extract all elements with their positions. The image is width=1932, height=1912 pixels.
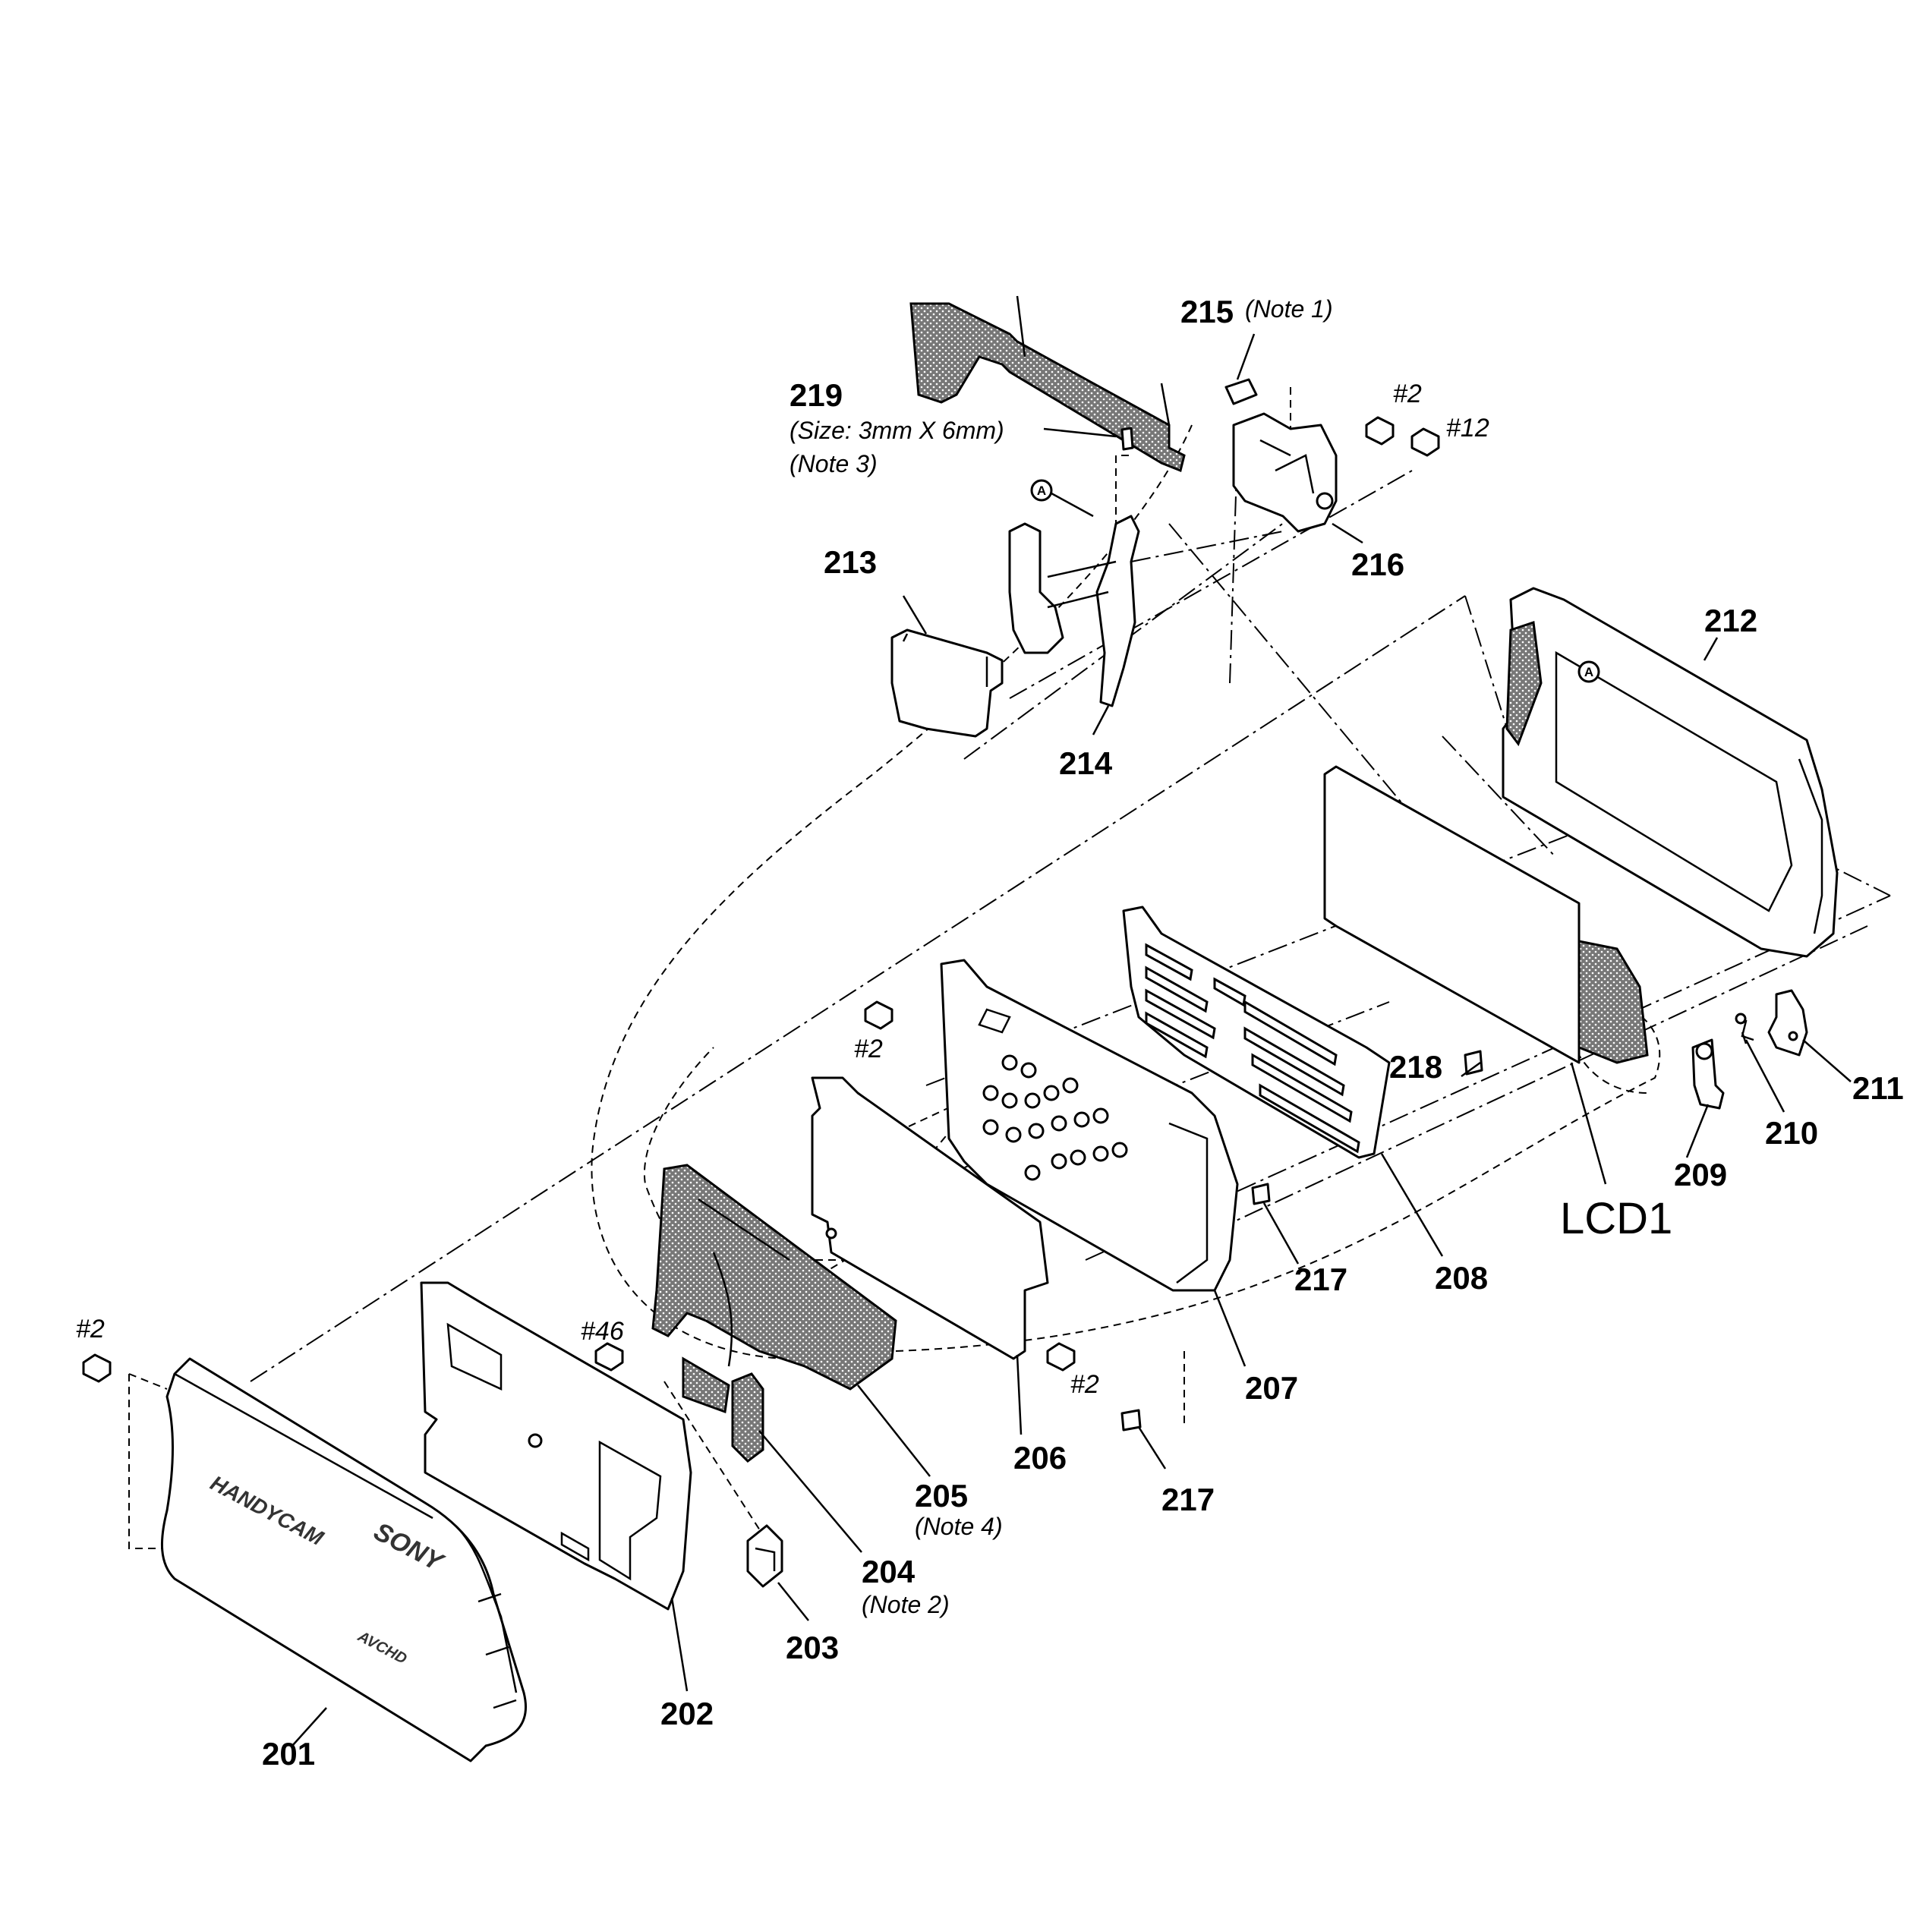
note-215: (Note 1) (1245, 295, 1333, 323)
part-labels: 201 202 203 204 (Note 2) 205 (Note 4) 20… (262, 294, 1904, 1772)
screw-label-205-46: #46 (581, 1317, 624, 1346)
label-218: 218 (1389, 1049, 1442, 1085)
label-209: 209 (1674, 1157, 1727, 1192)
label-203: 203 (786, 1630, 839, 1665)
part-218-sticker (1464, 1050, 1483, 1076)
label-219: 219 (790, 377, 843, 413)
label-208: 208 (1435, 1260, 1488, 1296)
label-207: 207 (1245, 1370, 1298, 1406)
screw-216-12 (1410, 427, 1440, 457)
part-203-bracket (746, 1524, 783, 1588)
screw-label-206-2: #2 (854, 1035, 883, 1063)
part-211-hinge-cover (1767, 989, 1808, 1057)
part-217-sticker-upper (1251, 1183, 1271, 1205)
part-216-hinge-housing (1232, 412, 1338, 533)
screw-label-207-2: #2 (1070, 1370, 1099, 1399)
part-209-latch (1691, 1038, 1725, 1110)
note-219-size: (Size: 3mm X 6mm) (790, 417, 1004, 444)
note-219-ref: (Note 3) (790, 450, 878, 477)
part-215-block (1224, 378, 1258, 405)
holed-frame-hole-grid (982, 1054, 1128, 1181)
label-202: 202 (660, 1696, 714, 1731)
part-210-spring (1735, 1013, 1754, 1044)
label-215: 215 (1180, 294, 1234, 329)
part-214-hinge-bracket (1008, 515, 1140, 707)
label-217-upper: 217 (1294, 1262, 1347, 1297)
svg-text:A: A (1037, 484, 1046, 498)
label-213: 213 (824, 544, 877, 580)
part-212-rear-frame: A (1502, 587, 1839, 958)
label-204: 204 (862, 1554, 916, 1589)
label-205: 205 (915, 1478, 968, 1514)
part-202-inner-frame (420, 1281, 692, 1611)
note-205: (Note 4) (915, 1513, 1003, 1540)
label-206: 206 (1013, 1440, 1067, 1476)
label-211: 211 (1852, 1070, 1904, 1106)
part-213-hinge-cap (890, 628, 1004, 738)
ref-mark-a-top: A (1030, 479, 1053, 502)
screw-216-2 (1365, 416, 1395, 446)
part-219-sheet (1120, 427, 1134, 451)
part-217-sticker-lower (1120, 1409, 1142, 1432)
label-212: 212 (1704, 603, 1757, 638)
screw-207-bottom (1046, 1342, 1076, 1372)
screw-205-46 (594, 1342, 624, 1372)
part-top-flex-cable (909, 295, 1186, 473)
vented-plate-slots (1145, 943, 1360, 1154)
label-lcd1: LCD1 (1560, 1194, 1672, 1243)
part-208-vented-plate (1122, 906, 1391, 1159)
note-204: (Note 2) (862, 1591, 950, 1618)
screw-label-216-12: #12 (1446, 414, 1489, 443)
screw-label-216-2: #2 (1393, 380, 1422, 408)
part-lcd1-panel (1323, 765, 1649, 1064)
label-217-lower: 217 (1161, 1482, 1215, 1517)
part-205-main-board (651, 1164, 897, 1414)
screw-206-top (864, 1000, 894, 1030)
label-201: 201 (262, 1736, 315, 1772)
ref-mark-a-frame: A (1584, 665, 1593, 679)
part-201-front-cover: HANDYCAM SONY AVCHD (160, 1357, 528, 1762)
label-210: 210 (1765, 1115, 1818, 1151)
screw-labels: #2 #2 #12 #46 #2 #2 (76, 380, 1489, 1399)
label-216: 216 (1351, 547, 1404, 582)
part-206-shield-plate (811, 1076, 1049, 1360)
leader-lines (292, 333, 1852, 1747)
label-214: 214 (1059, 745, 1113, 781)
screw-201-left (82, 1353, 112, 1383)
screw-label-201: #2 (76, 1315, 105, 1343)
part-207-holed-frame (940, 959, 1239, 1292)
part-204-connector (731, 1372, 764, 1463)
